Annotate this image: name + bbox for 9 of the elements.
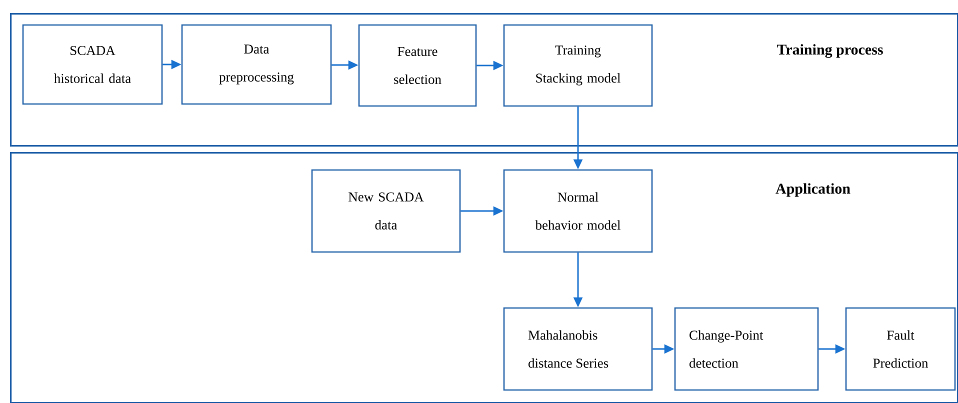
process-box: SCADA historical data: [22, 24, 163, 105]
process-box: Feature selection: [358, 24, 477, 107]
process-box: Training Stacking model: [503, 24, 653, 107]
process-box: New SCADA data: [311, 169, 461, 253]
process-box: Normal behavior model: [503, 169, 653, 253]
process-box: Change-Point detection: [674, 307, 819, 391]
process-box: Mahalanobis distance Series: [503, 307, 653, 391]
process-box: Fault Prediction: [845, 307, 956, 391]
process-box: Data preprocessing: [181, 24, 332, 105]
